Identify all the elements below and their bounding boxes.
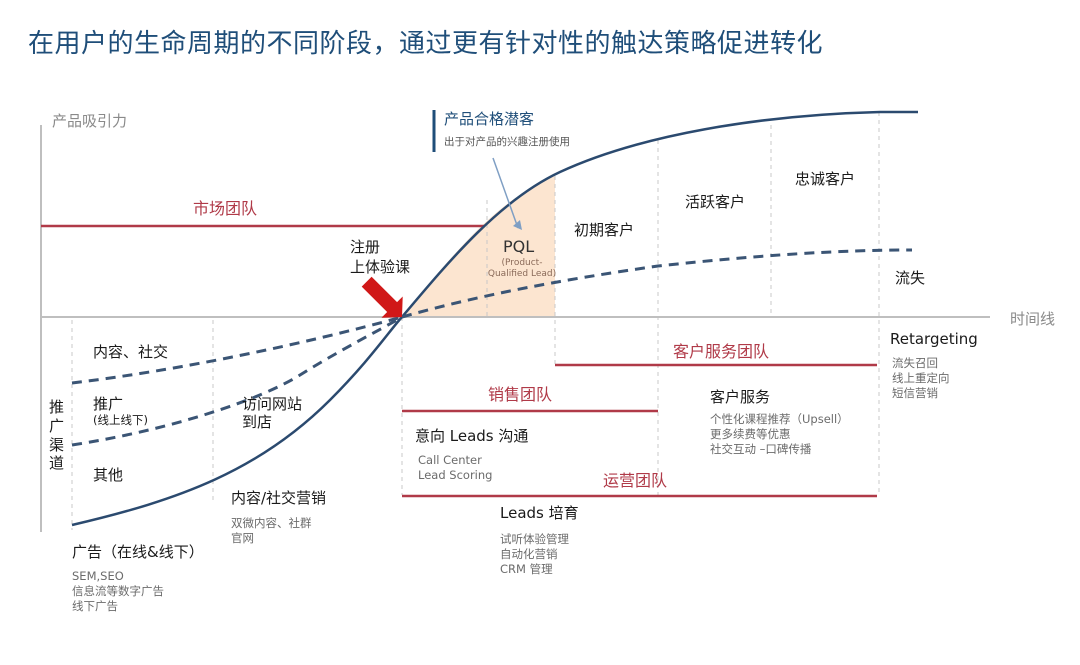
channel-visit: 访问网站 [242,395,303,413]
registration-arrow-icon [361,276,403,318]
page-title: 在用户的生命周期的不同阶段，通过更有针对性的触达策略促进转化 [28,29,824,59]
retargeting-item: 短信营销 [892,386,938,400]
ads-item: 信息流等数字广告 [72,584,164,598]
content-marketing-title: 内容/社交营销 [231,489,327,507]
callout-arrow-head [513,220,522,230]
retargeting-title: Retargeting [890,330,978,348]
lead-nurturing-title: Leads 培育 [500,504,579,522]
lead-nurturing-item: 试听体验管理 [500,532,569,546]
lead-nurturing-item: CRM 管理 [500,562,553,576]
stage-churn: 流失 [895,269,926,287]
callout-title: 产品合格潜客 [444,110,535,128]
ads-item: 线下广告 [72,599,118,613]
channel-dashed-lines [71,248,913,447]
y-axis-label: 产品吸引力 [52,112,128,130]
pql-sub2: Qualified Lead) [487,269,557,279]
team-marketing: 市场团队 [193,199,258,218]
team-lines [41,224,877,498]
callout-arrow-line [492,157,519,229]
retargeting-item: 线上重定向 [892,371,950,385]
channel-promotion: 推广 [93,395,124,413]
customer-service-item: 个性化课程推荐（Upsell） [710,412,849,426]
pql-shaded-area [402,176,555,317]
channel-other: 其他 [93,466,124,484]
content-marketing-item: 双微内容、社群 [231,516,312,530]
attraction-curve [71,110,918,527]
registration-line1: 注册 [350,238,381,256]
team-customer-service: 客户服务团队 [673,342,770,361]
ads-item: SEM,SEO [72,569,124,583]
stage-loyal-customer: 忠诚客户 [795,170,856,188]
channel-content-social: 内容、社交 [93,343,169,361]
channels-vertical-label: 推广渠道 [49,398,65,473]
registration-line2: 上体验课 [350,258,411,276]
channel-visit-store: 到店 [242,413,273,431]
x-axis-label: 时间线 [1010,310,1056,328]
channel-promotion-sub: (线上线下) [93,413,148,427]
pql-label: PQL [503,237,535,256]
customer-service-item: 更多续费等优惠 [710,427,791,441]
customer-service-title: 客户服务 [710,388,771,406]
ads-title: 广告（在线&线下） [72,543,204,561]
content-marketing-item: 官网 [231,531,254,545]
lead-nurturing-item: 自动化营销 [500,547,558,561]
customer-service-item: 社交互动 –口碑传播 [710,442,812,456]
lead-communication-title: 意向 Leads 沟通 [415,427,529,445]
lead-communication-item: Call Center [418,453,482,467]
team-sales: 销售团队 [488,385,553,404]
retargeting-item: 流失召回 [892,356,938,370]
pql-sub1: (Product- [501,258,543,268]
stage-initial-customer: 初期客户 [574,221,635,239]
team-operations: 运营团队 [603,471,668,490]
callout-subtitle: 出于对产品的兴趣注册使用 [444,136,570,148]
lead-communication-item: Lead Scoring [418,468,493,482]
stage-active-customer: 活跃客户 [685,193,746,211]
